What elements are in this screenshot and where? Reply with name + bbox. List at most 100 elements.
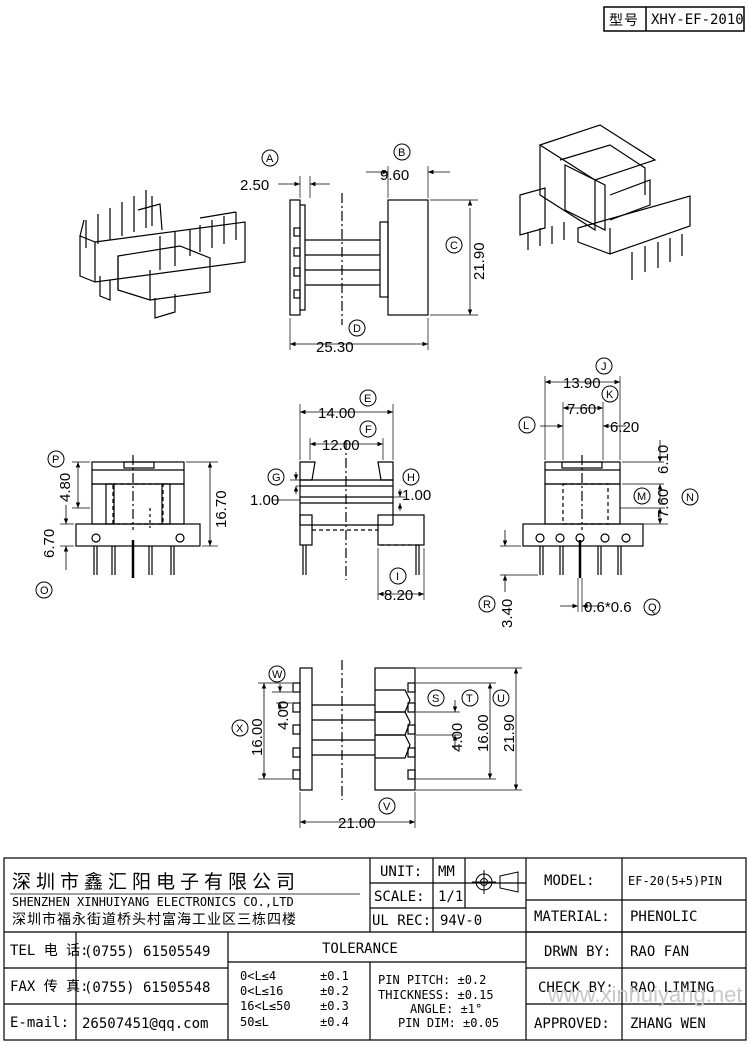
ref-i: I xyxy=(389,567,407,585)
title-block: 深圳市鑫汇阳电子有限公司 SHENZHEN XINHUIYANG ELECTRO… xyxy=(3,857,747,1041)
svg-text:A: A xyxy=(266,153,274,165)
svg-text:N: N xyxy=(686,492,694,504)
ref-r: R xyxy=(478,595,496,613)
svg-text:G: G xyxy=(272,472,281,484)
svg-text:K: K xyxy=(606,389,614,401)
svg-text:O: O xyxy=(40,585,49,597)
dim-h-value: 1.00 xyxy=(402,487,431,504)
fax-label: FAX 传 真: xyxy=(10,979,89,995)
angle: ANGLE: ±1° xyxy=(410,1002,482,1016)
svg-text:T: T xyxy=(466,693,473,705)
tol-value-1: ±0.1 xyxy=(320,969,349,983)
ul-label: UL REC: xyxy=(372,913,431,929)
svg-text:B: B xyxy=(398,147,405,159)
dim-p-value: 4.80 xyxy=(57,473,74,502)
company-address: 深圳市福永街道桥头村富海工业区三栋四楼 xyxy=(12,911,297,928)
ref-t: T xyxy=(461,689,479,707)
company-name-en: SHENZHEN XINHUIYANG ELECTRONICS CO.,LTD xyxy=(12,895,294,909)
material-value: PHENOLIC xyxy=(630,909,697,925)
ref-p: P xyxy=(47,450,65,468)
side-view xyxy=(272,404,425,600)
svg-text:P: P xyxy=(52,454,59,466)
fax-value: (0755) 61505548 xyxy=(84,980,210,996)
ref-u: U xyxy=(492,689,510,707)
drwn-value: RAO FAN xyxy=(630,944,689,960)
svg-text:H: H xyxy=(407,472,415,484)
tel-value: (0755) 61505549 xyxy=(84,944,210,960)
svg-text:Q: Q xyxy=(648,602,657,614)
tol-value-2: ±0.2 xyxy=(320,984,349,998)
ul-value: 94V-0 xyxy=(440,913,482,929)
svg-text:I: I xyxy=(396,571,399,583)
svg-text:M: M xyxy=(637,491,646,503)
dim-x-value: 16.00 xyxy=(249,718,266,756)
tol-range-1: 0<L≤4 xyxy=(240,969,276,983)
projection-symbol-icon xyxy=(472,870,519,894)
unit-label: UNIT: xyxy=(380,864,422,880)
dim-c-value: 21.90 xyxy=(471,242,488,280)
email-label: E-mail: xyxy=(10,1015,69,1031)
ref-k: K xyxy=(601,385,619,403)
dim-m-value: 6.10 xyxy=(655,445,672,474)
dim-q-value: 0.6*0.6 xyxy=(584,599,632,616)
svg-text:R: R xyxy=(483,599,491,611)
drwn-label: DRWN BY: xyxy=(544,944,611,960)
dim-v-value: 21.00 xyxy=(338,815,376,832)
svg-text:L: L xyxy=(523,420,529,432)
header-label: 型号 xyxy=(609,13,639,29)
dim-j-value: 13.90 xyxy=(563,375,601,392)
header-code: XHY-EF-2010 xyxy=(651,12,744,28)
ref-h: H xyxy=(402,468,420,486)
dim-s-value: 4.00 xyxy=(449,723,466,752)
dim-k-value: 7.60 xyxy=(567,401,596,418)
ref-e: E xyxy=(359,389,377,407)
ref-f: F xyxy=(359,420,377,438)
svg-text:X: X xyxy=(236,723,244,735)
approved-label: APPROVED: xyxy=(534,1016,610,1032)
tol-range-4: 50≤L xyxy=(240,1015,269,1029)
tel-label: TEL 电 话: xyxy=(10,943,89,959)
bottom-view xyxy=(258,660,522,828)
dim-f-value: 12.00 xyxy=(322,437,360,454)
dim-i-value: 8.20 xyxy=(384,587,413,604)
check-label: CHECK BY: xyxy=(538,980,614,996)
check-value: RAO LIMING xyxy=(630,980,714,996)
end-view xyxy=(500,376,668,612)
scale-label: SCALE: xyxy=(374,889,425,905)
ref-g: G xyxy=(267,468,285,486)
dim-w-value: 4.00 xyxy=(275,701,292,730)
company-name-cn: 深圳市鑫汇阳电子有限公司 xyxy=(12,871,300,893)
model-label: MODEL: xyxy=(544,873,595,889)
tol-value-4: ±0.4 xyxy=(320,1015,349,1029)
thickness: THICKNESS: ±0.15 xyxy=(378,988,494,1002)
dim-t-value: 16.00 xyxy=(475,714,492,752)
unit-value: MM xyxy=(438,864,455,880)
ref-w: W xyxy=(268,665,286,683)
svg-text:S: S xyxy=(432,693,439,705)
svg-text:D: D xyxy=(353,323,361,335)
tol-range-3: 16<L≤50 xyxy=(240,999,291,1013)
ref-q: Q xyxy=(643,598,661,616)
dimension-labels: 2.50 9.60 21.90 25.30 14.00 12.00 1.00 1… xyxy=(41,167,672,832)
svg-text:C: C xyxy=(450,240,458,252)
ref-o: O xyxy=(35,581,53,599)
dim-o-value: 6.70 xyxy=(41,529,58,558)
isometric-view-right xyxy=(519,124,691,280)
header-code-box: 型号 XHY-EF-2010 xyxy=(603,6,745,32)
svg-text:V: V xyxy=(383,801,391,813)
svg-text:W: W xyxy=(272,669,283,681)
dim-n-value: 7.60 xyxy=(655,489,672,518)
ref-a: A xyxy=(261,149,279,167)
ref-v: V xyxy=(378,797,396,815)
email-value: 26507451@qq.com xyxy=(82,1016,208,1032)
ref-m: M xyxy=(633,487,651,505)
ref-j: J xyxy=(595,357,613,375)
dim-e-value: 14.00 xyxy=(318,405,356,422)
dim-l-value: 6.20 xyxy=(610,419,639,436)
model-value: EF-20(5+5)PIN xyxy=(628,874,722,888)
tol-range-2: 0<L≤16 xyxy=(240,984,283,998)
pin-pitch: PIN PITCH: ±0.2 xyxy=(378,973,486,987)
dim-g-value: 1.00 xyxy=(250,492,279,509)
svg-text:U: U xyxy=(497,693,505,705)
